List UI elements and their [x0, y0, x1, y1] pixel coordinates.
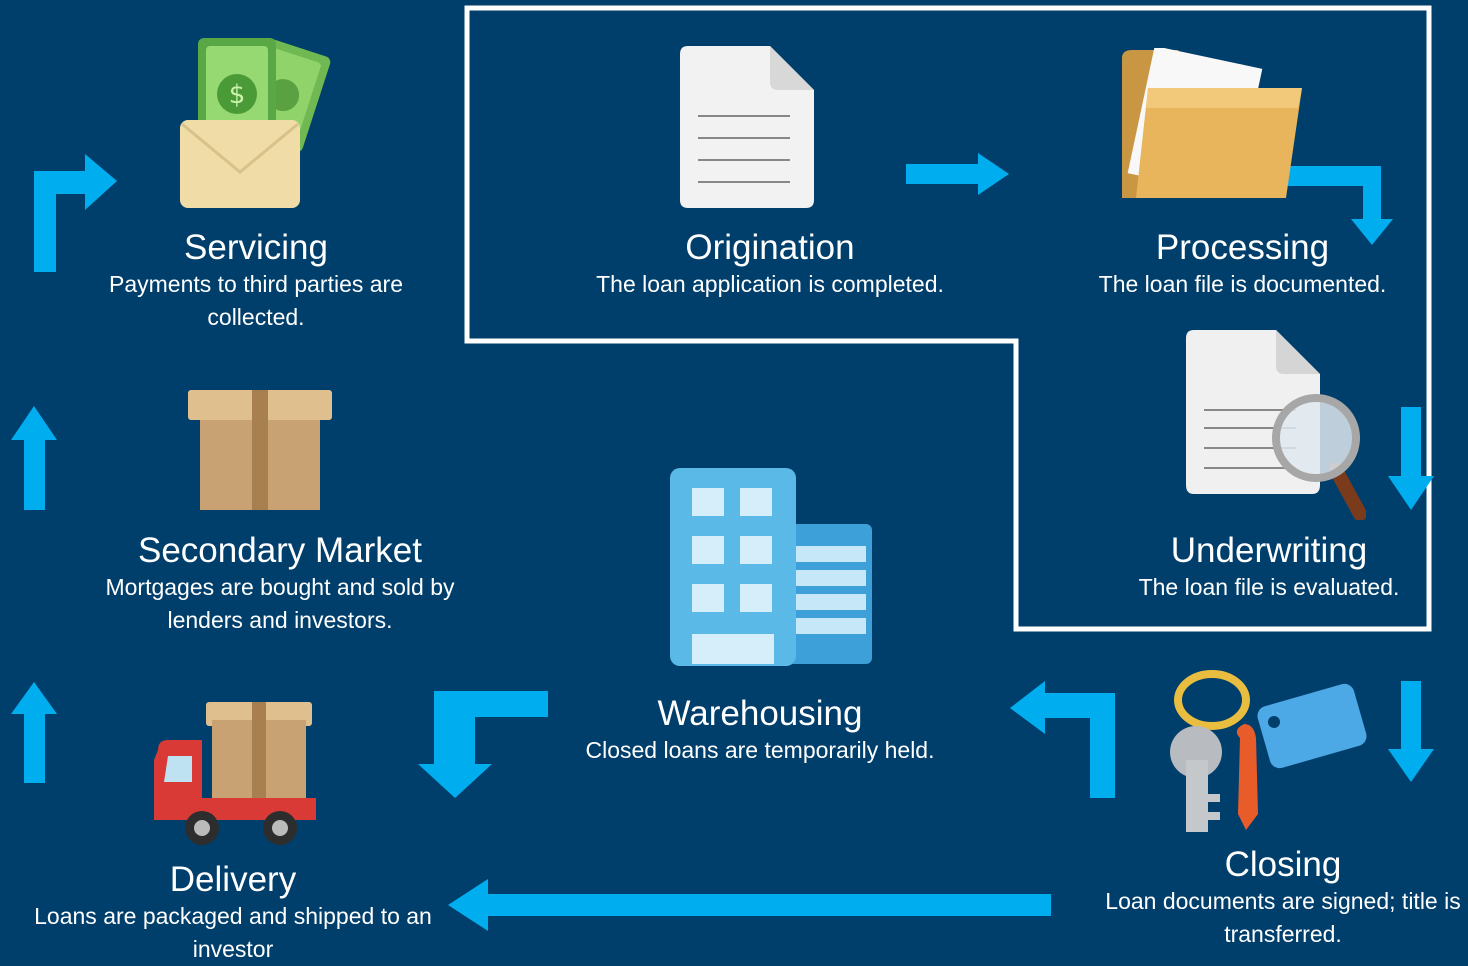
stage-secondary-market: Secondary Market Mortgages are bought an… — [84, 531, 476, 637]
arrow-to-closing-down — [1388, 681, 1434, 782]
arrow-secondary-up — [11, 406, 57, 510]
servicing-title: Servicing — [184, 228, 328, 267]
stage-delivery: Delivery Loans are packaged and shipped … — [32, 860, 434, 966]
svg-text:$: $ — [229, 80, 246, 110]
origination-title: Origination — [685, 228, 855, 267]
underwriting-desc: The loan file is evaluated. — [1138, 574, 1400, 600]
folder-icon — [1122, 48, 1302, 198]
origination-desc: The loan application is completed. — [596, 271, 944, 297]
magnifier-document-icon — [1186, 330, 1366, 520]
secondary-title: Secondary Market — [137, 531, 423, 570]
arrow-closing-to-warehousing — [1010, 681, 1115, 798]
box-icon — [188, 390, 332, 510]
warehousing-title: Warehousing — [657, 694, 863, 733]
closing-desc: Loan documents are signed; title is tran… — [1105, 888, 1461, 947]
building-icon — [670, 468, 872, 666]
processing-title: Processing — [1155, 228, 1330, 267]
delivery-desc: Loans are packaged and shipped to an inv… — [34, 903, 432, 962]
document-icon — [680, 46, 814, 208]
secondary-desc: Mortgages are bought and sold by lenders… — [105, 574, 455, 633]
processing-desc: The loan file is documented. — [1098, 271, 1387, 297]
money-envelope-icon: $ — [180, 38, 331, 208]
arrow-origination-to-processing — [906, 153, 1009, 195]
stage-warehousing: Warehousing Closed loans are temporarily… — [560, 694, 960, 767]
arrow-to-servicing — [34, 154, 117, 272]
stage-servicing: Servicing Payments to third parties are … — [90, 228, 422, 334]
arrow-delivery-up — [11, 682, 57, 783]
arrow-underwriting-down — [1388, 407, 1434, 510]
keys-icon — [1170, 670, 1367, 832]
stage-origination: Origination The loan application is comp… — [565, 228, 975, 301]
arrow-processing-to-underwriting — [1284, 166, 1393, 245]
stage-processing: Processing The loan file is documented. — [1070, 228, 1415, 301]
arrow-closing-to-delivery — [448, 879, 1051, 931]
delivery-title: Delivery — [169, 860, 297, 899]
stage-closing: Closing Loan documents are signed; title… — [1098, 845, 1468, 951]
stage-underwriting: Underwriting The loan file is evaluated. — [1118, 531, 1420, 604]
arrow-warehousing-to-delivery — [418, 691, 548, 798]
underwriting-title: Underwriting — [1170, 531, 1368, 570]
delivery-truck-icon — [154, 702, 316, 845]
warehousing-desc: Closed loans are temporarily held. — [585, 737, 935, 763]
closing-title: Closing — [1224, 845, 1342, 884]
servicing-desc: Payments to third parties are collected. — [108, 271, 404, 330]
